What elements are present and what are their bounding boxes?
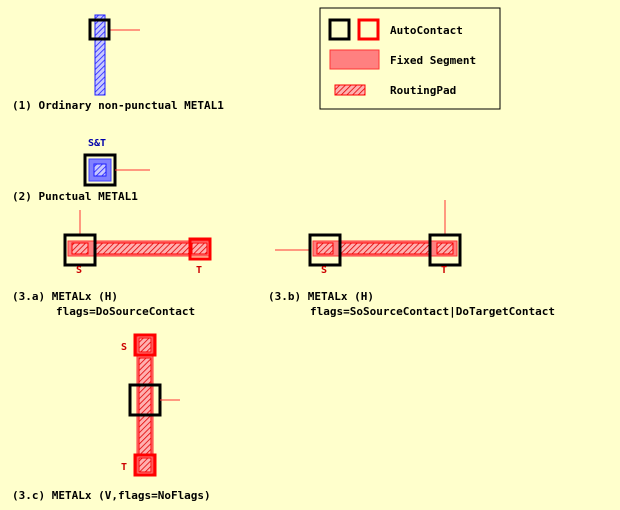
- caption-3c: (3.c) METALx (V,flags=NoFlags): [12, 489, 211, 502]
- terminal-s-label: S: [76, 265, 82, 276]
- terminal-t-label: T: [196, 265, 202, 276]
- terminal-s-label: S: [121, 342, 127, 353]
- autocontact-target-black: [428, 233, 462, 267]
- legend-routing-pad-label: RoutingPad: [390, 84, 456, 97]
- routing-pad: [339, 242, 431, 255]
- legend-box: AutoContact Fixed Segment RoutingPad: [319, 7, 501, 110]
- caption-2: (2) Punctual METAL1: [12, 190, 138, 203]
- routing-pad-target: [138, 457, 152, 473]
- caption-3a-line1: (3.a) METALx (H): [12, 290, 118, 303]
- caption-3b-line2: flags=SoSourceContact|DoTargetContact: [310, 305, 555, 318]
- legend-fixed-segment-icon: [329, 49, 380, 70]
- routing-pad-source: [138, 337, 152, 353]
- routing-pad-target: [191, 242, 208, 255]
- diagram-1: (1) Ordinary non-punctual METAL1: [12, 14, 224, 112]
- autocontact-target-red: [133, 453, 157, 477]
- autocontact-black: [88, 18, 111, 41]
- autocontact-source-black: [308, 233, 342, 267]
- routing-pad: [94, 242, 191, 255]
- legend-autocontact-red-icon: [357, 18, 380, 41]
- legend-autocontact-black-icon: [328, 18, 351, 41]
- terminal-t-label: T: [121, 462, 127, 473]
- diagram-3b: S T (3.b) METALx (H) flags=SoSourceConta…: [268, 200, 555, 318]
- legend-autocontact-label: AutoContact: [390, 24, 463, 37]
- autocontact-source-red: [133, 333, 157, 357]
- routing-pad-target: [436, 242, 454, 255]
- diagram-3a: S T (3.a) METALx (H) flags=DoSourceConta…: [12, 210, 212, 318]
- diagram-3c: S T (3.c) METALx (V,flags=NoFlags): [12, 333, 211, 502]
- terminal-s-label: S: [321, 265, 327, 276]
- autocontact-target-red: [188, 237, 212, 261]
- autocontact-source-black: [63, 233, 97, 267]
- routing-pad-source: [71, 242, 89, 255]
- legend-routing-pad-icon: [334, 84, 366, 96]
- terminal-t-label: T: [441, 265, 447, 276]
- terminal-st-label: S&T: [88, 138, 106, 149]
- routing-pad-vertical: [138, 357, 152, 455]
- routing-pad-source: [316, 242, 334, 255]
- caption-1: (1) Ordinary non-punctual METAL1: [12, 99, 224, 112]
- caption-3a-line2: flags=DoSourceContact: [56, 305, 195, 318]
- legend-fixed-segment-label: Fixed Segment: [390, 54, 476, 67]
- routing-pad-blue: [93, 163, 107, 177]
- metal1-strip: [94, 14, 106, 96]
- diagram-2: S&T (2) Punctual METAL1: [12, 138, 150, 203]
- caption-3b-line1: (3.b) METALx (H): [268, 290, 374, 303]
